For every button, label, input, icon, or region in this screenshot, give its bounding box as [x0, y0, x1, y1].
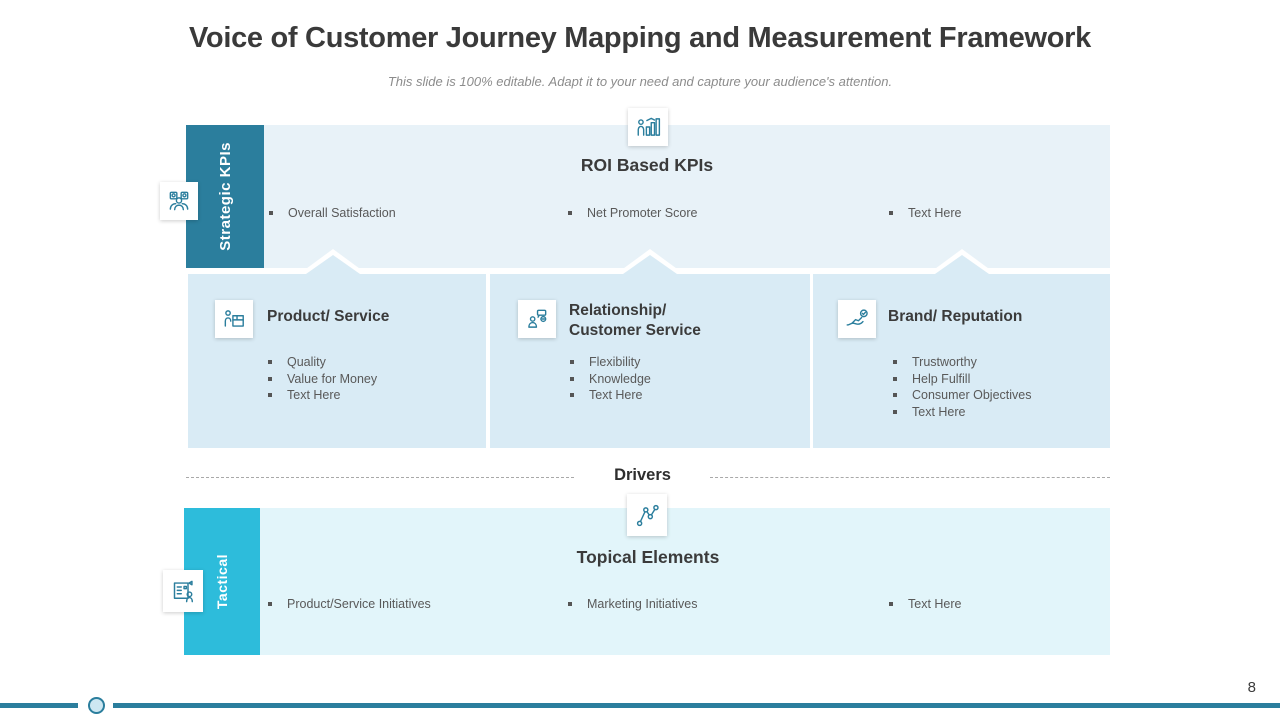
topical-heading: Topical Elements [576, 547, 720, 567]
connector-notch [306, 255, 360, 274]
kpi-box-product-service: Product/ Service Quality Value for Money… [188, 249, 486, 448]
tactical-sidebar-label: Tactical [214, 553, 230, 610]
people-group-icon [160, 182, 198, 220]
tactical-clipboard-icon [163, 570, 203, 612]
drivers-dashed-line-left [186, 477, 574, 478]
kpi-box-list: Quality Value for Money Text Here [268, 354, 377, 404]
kpi-box-brand: Brand/ Reputation Trustworthy Help Fulfi… [813, 249, 1110, 448]
brand-hand-check-icon [838, 300, 876, 338]
kpi-box-title: Brand/ Reputation [888, 308, 1023, 325]
tactical-bullet: Product/Service Initiatives [268, 596, 431, 613]
slide-subtitle: This slide is 100% editable. Adapt it to… [387, 74, 893, 89]
strategic-bullet: Overall Satisfaction [269, 205, 396, 222]
drivers-dashed-line-right [710, 477, 1110, 478]
tactical-bullet: Text Here [889, 596, 962, 613]
kpi-bullet: Quality [268, 354, 377, 371]
page-title: Voice of Customer Journey Mapping and Me… [189, 22, 1091, 54]
page-number: 8 [1247, 679, 1256, 696]
kpi-box-relationship: Relationship/ Customer Service Flexibili… [490, 249, 810, 448]
kpi-bullet: Text Here [893, 404, 1032, 421]
footer-line-right [113, 703, 1280, 708]
kpi-box-list: Trustworthy Help Fulfill Consumer Object… [893, 354, 1032, 420]
kpi-bullet: Text Here [570, 387, 651, 404]
strategic-bullet: Net Promoter Score [568, 205, 697, 222]
kpi-bullet: Knowledge [570, 371, 651, 388]
tactical-panel [260, 508, 1110, 655]
topical-connected-dots-icon [627, 494, 667, 536]
kpi-bullet: Trustworthy [893, 354, 1032, 371]
footer-line-left [0, 703, 78, 708]
connector-notch [935, 255, 989, 274]
strategic-panel [264, 125, 1110, 268]
kpi-bullet: Text Here [268, 387, 377, 404]
footer-dot [88, 697, 105, 714]
connector-notch [623, 255, 677, 274]
strategic-sidebar: Strategic KPIs [186, 125, 264, 268]
kpi-bullet: Value for Money [268, 371, 377, 388]
product-box-icon [215, 300, 253, 338]
kpi-box-title: Relationship/ Customer Service [569, 302, 701, 340]
drivers-label: Drivers [614, 466, 671, 484]
roi-chart-icon [628, 108, 668, 146]
kpi-bullet: Help Fulfill [893, 371, 1032, 388]
kpi-box-list: Flexibility Knowledge Text Here [570, 354, 651, 404]
tactical-bullet: Marketing Initiatives [568, 596, 697, 613]
kpi-bullet: Consumer Objectives [893, 387, 1032, 404]
kpi-bullet: Flexibility [570, 354, 651, 371]
roi-heading: ROI Based KPIs [580, 155, 714, 175]
kpi-box-title: Product/ Service [267, 308, 390, 325]
relationship-chat-icon [518, 300, 556, 338]
strategic-bullet: Text Here [889, 205, 962, 222]
strategic-sidebar-label: Strategic KPIs [216, 142, 234, 251]
